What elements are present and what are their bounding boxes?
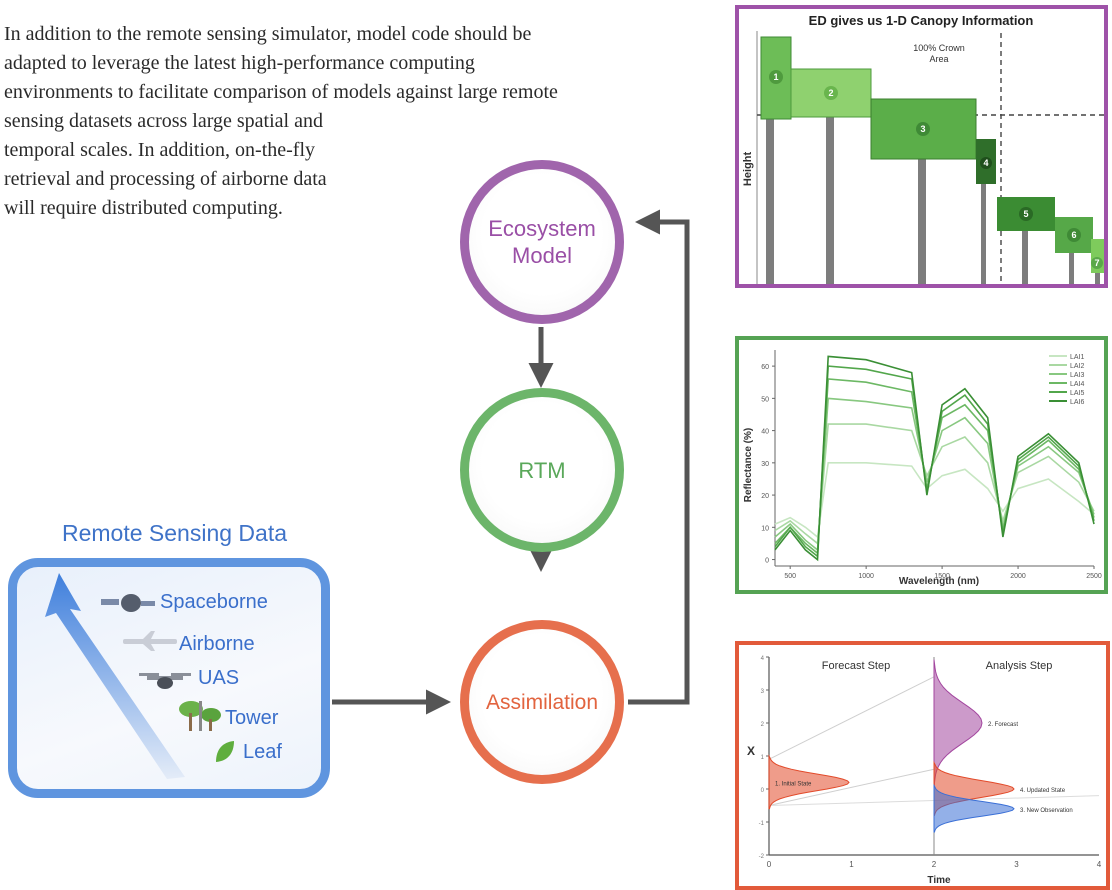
x-tick-label: 2: [932, 860, 937, 869]
reflectance-ylabel: Reflectance (%): [743, 428, 754, 502]
cohort-label: 4: [983, 158, 988, 168]
rs-item-spaceborne: Spaceborne: [160, 591, 268, 613]
forecast-guide: [768, 768, 935, 806]
y-tick-label: 2: [761, 722, 765, 728]
forecast-guide: [768, 676, 935, 760]
x-tick-label: 1500: [934, 573, 950, 580]
x-tick-label: 1: [849, 860, 854, 869]
arrow-assimilation-to-ecosystem: [628, 209, 690, 705]
y-tick-label: 0: [765, 558, 769, 565]
crown-area-line1: 100% Crown: [913, 43, 965, 53]
remote-sensing-title: Remote Sensing Data: [62, 520, 288, 546]
y-tick-label: 3: [761, 689, 765, 695]
intro-line: retrieval and processing of airborne dat…: [4, 168, 327, 190]
distribution-label: 1. Initial State: [775, 781, 812, 787]
legend-label: LAI2: [1070, 363, 1085, 370]
assimilation-chart: 0 1 2 3 4 -2 -1 0 1 2 3 4 1. Initial State 2. Foreca…: [747, 656, 1102, 886]
series-line-lai2: [774, 423, 1095, 545]
reflectance-chart: 500 1000 1500 2000 2500 0 10 20 30 40 50 60 LAI1LAI…: [743, 350, 1102, 587]
canopy-diagram: ED gives us 1-D Canopy Information Heigh…: [739, 9, 1104, 284]
intro-paragraph: In addition to the remote sensing simula…: [4, 20, 694, 223]
assimilation-node: Assimilation: [460, 620, 624, 784]
y-tick-label: -2: [759, 854, 765, 860]
y-tick-label: 60: [761, 364, 769, 371]
rs-item-airborne: Airborne: [179, 633, 255, 655]
distribution-curve: [933, 659, 983, 787]
y-tick-label: 50: [761, 396, 769, 403]
distribution-label: 3. New Observation: [1020, 808, 1073, 814]
cohort-label: 1: [773, 72, 778, 82]
y-tick-label: 4: [761, 656, 765, 662]
y-tick-label: 1: [761, 755, 765, 761]
distribution-curve: [933, 783, 1015, 833]
y-tick-label: 40: [761, 429, 769, 436]
ecosystem-label-line: Ecosystem: [488, 216, 596, 241]
assimilation-label: Assimilation: [485, 690, 599, 714]
rtm-node: RTM: [460, 388, 624, 552]
rs-item-uas: UAS: [198, 667, 240, 689]
intro-line: temporal scales. In addition, on-the-fly: [4, 139, 316, 161]
cohort-label: 5: [1023, 209, 1028, 219]
canopy-cohorts: [760, 36, 1104, 273]
series-line-lai1: [774, 462, 1095, 539]
cohort-label: 2: [828, 88, 833, 98]
intro-line: adapted to leverage the latest high-perf…: [4, 52, 475, 74]
scale-arrow: [45, 573, 185, 779]
cohort-label: 7: [1094, 258, 1099, 268]
legend-label: LAI5: [1070, 390, 1085, 397]
x-tick-label: 3: [1014, 860, 1019, 869]
canopy-panel: ED gives us 1-D Canopy Information Heigh…: [735, 5, 1108, 288]
x-tick-label: 0: [767, 860, 772, 869]
cohort-label: 3: [920, 124, 925, 134]
legend-label: LAI1: [1070, 354, 1085, 361]
x-tick-label: 2000: [1010, 573, 1026, 580]
legend-label: LAI4: [1070, 381, 1085, 388]
x-tick-label: 1000: [858, 573, 874, 580]
intro-line: will require distributed computing.: [4, 197, 283, 219]
distribution-curve: [768, 754, 850, 810]
cohort-label: 6: [1071, 230, 1076, 240]
y-tick-label: 20: [761, 493, 769, 500]
remote-sensing-box: Spaceborne Airborne UAS Tower Leaf: [8, 558, 330, 798]
tower-icon: [179, 701, 221, 731]
forecast-step-title: Forecast Step: [822, 660, 890, 672]
y-tick-label: -1: [759, 821, 765, 827]
analysis-step-title: Analysis Step: [986, 660, 1053, 672]
canopy-title: ED gives us 1-D Canopy Information: [809, 13, 1034, 28]
reflectance-xlabel: Wavelength (nm): [899, 576, 979, 587]
da-xlabel: Time: [927, 875, 951, 886]
canopy-ylabel: Height: [742, 152, 754, 187]
x-tick-label: 500: [784, 573, 796, 580]
legend-label: LAI6: [1070, 399, 1085, 406]
intro-line: environments to facilitate comparison of…: [4, 81, 558, 103]
airplane-icon: [123, 631, 177, 651]
rtm-label: RTM: [518, 457, 566, 483]
distribution-label: 4. Updated State: [1020, 788, 1066, 794]
y-tick-label: 30: [761, 461, 769, 468]
crown-area-line2: Area: [929, 54, 948, 64]
intro-line: In addition to the remote sensing simula…: [4, 23, 532, 45]
y-tick-label: 10: [761, 525, 769, 532]
ecosystem-label-line: Model: [512, 243, 572, 268]
intro-line: sensing datasets across large spatial an…: [4, 110, 323, 132]
series-line-lai6: [774, 355, 1095, 562]
leaf-icon: [216, 741, 234, 762]
ecosystem-model-node: Ecosystem Model: [460, 160, 624, 324]
legend-label: LAI3: [1070, 372, 1085, 379]
rs-item-leaf: Leaf: [243, 741, 282, 763]
drone-icon: [139, 673, 191, 689]
da-ylabel: X: [747, 744, 755, 758]
rs-item-tower: Tower: [225, 707, 279, 729]
satellite-icon: [101, 594, 155, 612]
assimilation-panel: 0 1 2 3 4 -2 -1 0 1 2 3 4 1. Initial State 2. Foreca…: [735, 641, 1110, 890]
distribution-label: 2. Forecast: [988, 722, 1018, 728]
y-tick-label: 0: [761, 788, 765, 794]
x-tick-label: 4: [1097, 860, 1102, 869]
x-tick-label: 2500: [1086, 573, 1102, 580]
